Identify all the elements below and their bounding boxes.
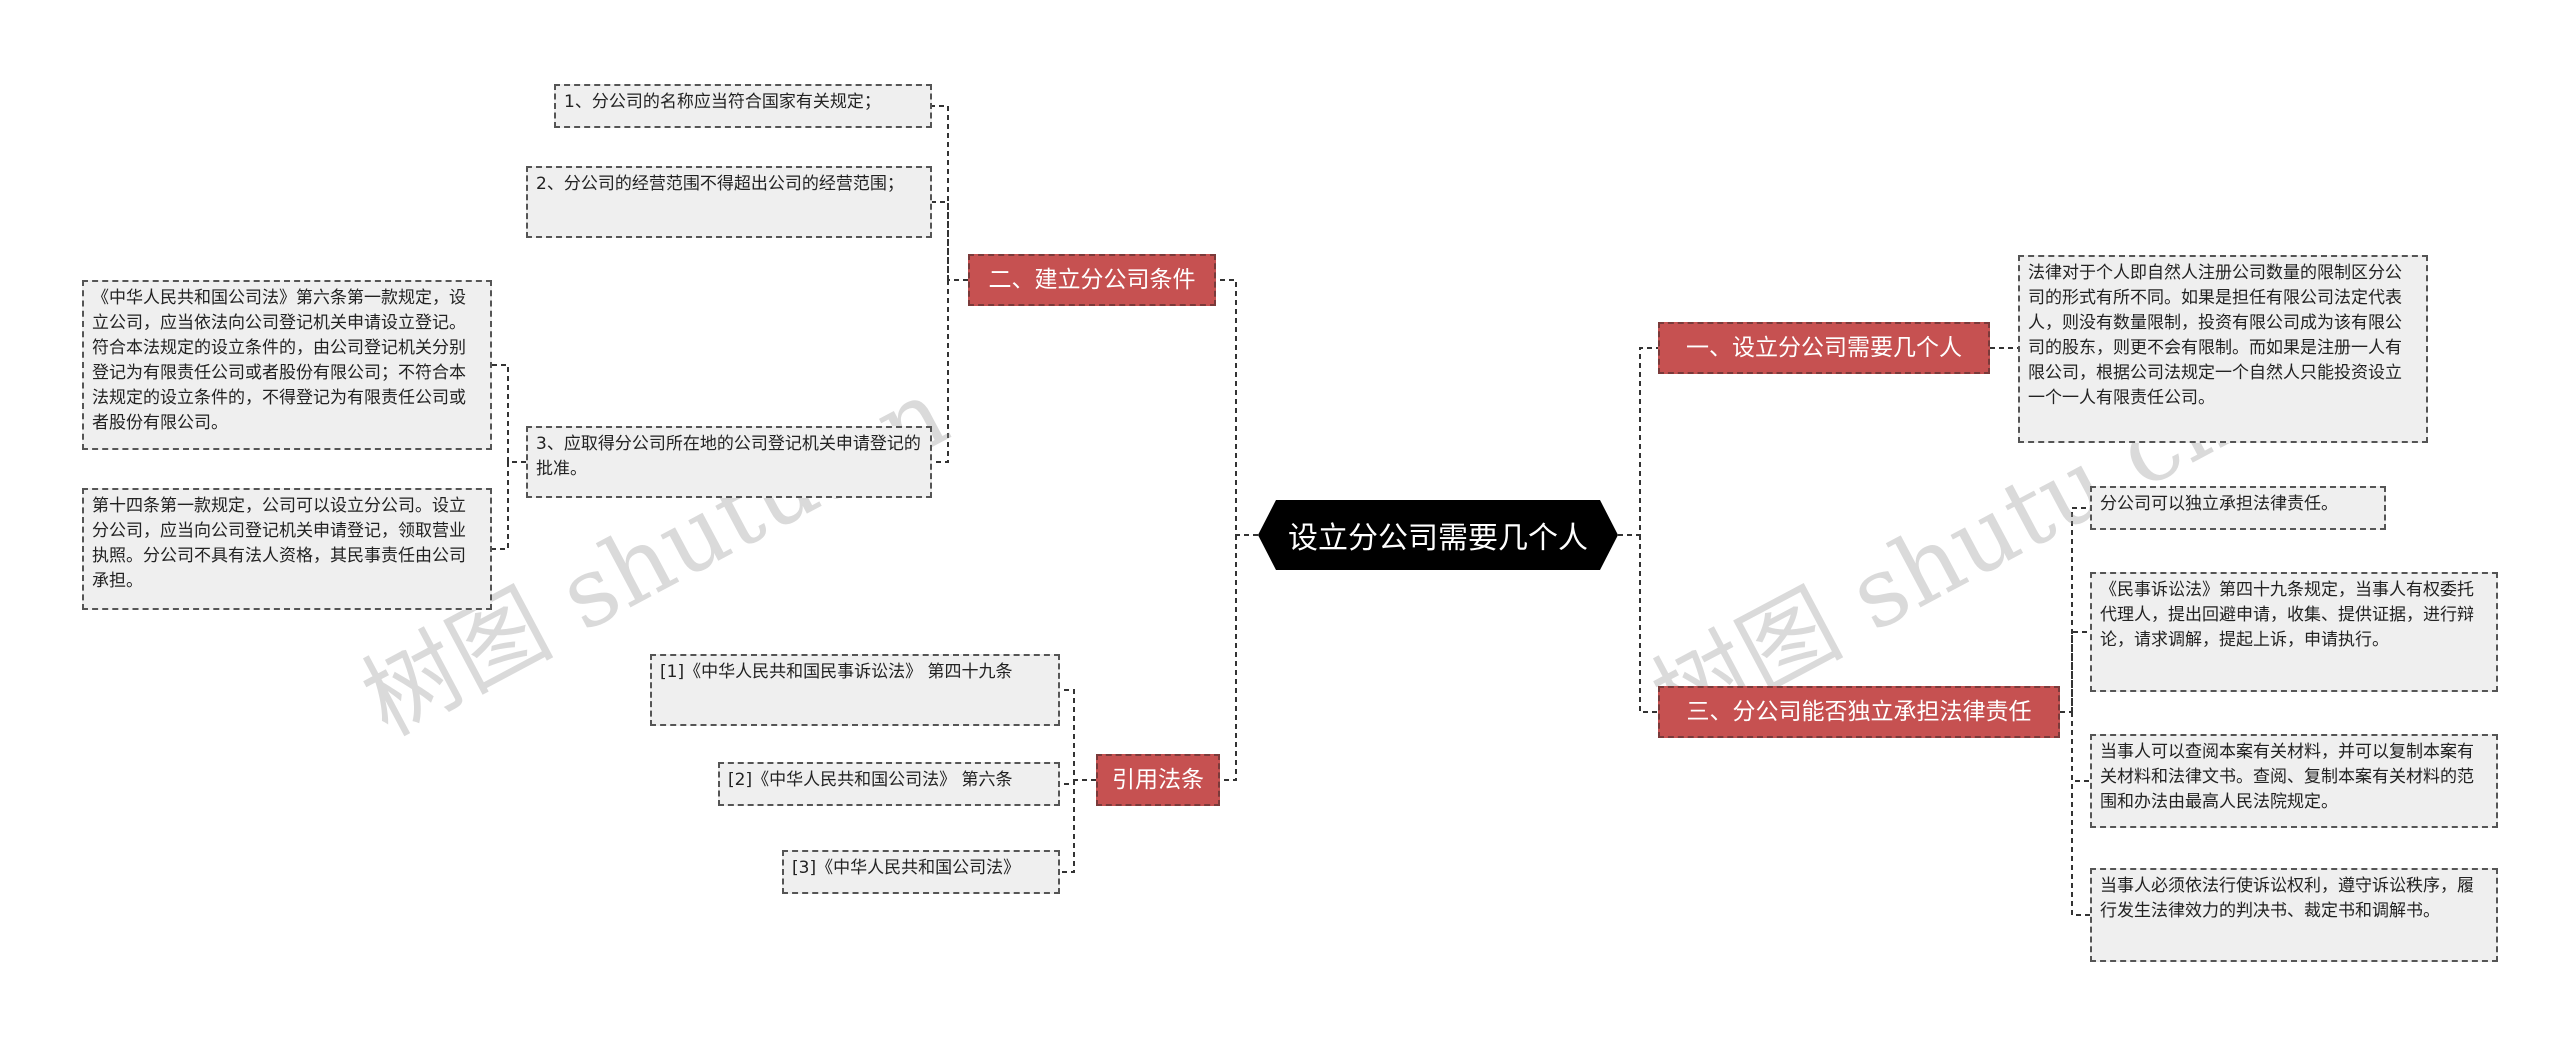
leaf-citation-2[interactable]: [2]《中华人民共和国公司法》 第六条 [718,762,1060,806]
leaf-company-law-article-6[interactable]: 《中华人民共和国公司法》第六条第一款规定，设立公司，应当依法向公司登记机关申请设… [82,280,492,450]
connector-branch-2-leaf-3 [932,280,949,463]
connector-root-branch-2 [1216,279,1258,536]
connector-root-branch-3 [1639,535,1658,713]
connector-root-branch-4 [1220,535,1237,781]
connector-branch-2-leaf-2 [932,201,949,280]
leaf-civil-procedure-article-49[interactable]: 《民事诉讼法》第四十九条规定，当事人有权委托代理人，提出回避申请，收集、提供证据… [2090,572,2498,692]
connector-sub-leaf-2 [492,462,509,550]
leaf-condition-scope[interactable]: 2、分公司的经营范围不得超出公司的经营范围； [526,166,932,238]
connector-branch-2-leaf-1 [932,105,968,281]
connector-branch-3-leaf-1 [2060,507,2090,713]
connector-branch-3-leaf-4 [2071,712,2090,916]
connector-branch-4-leaf-1 [1060,689,1096,781]
connector-root-branch-1 [1618,347,1658,536]
leaf-independent-liability[interactable]: 分公司可以独立承担法律责任。 [2090,486,2386,530]
leaf-access-case-materials[interactable]: 当事人可以查阅本案有关材料，并可以复制本案有关材料和法律文书。查阅、复制本案有关… [2090,734,2498,828]
connector-branch-3-leaf-3 [2071,712,2090,782]
branch-node-how-many-people[interactable]: 一、设立分公司需要几个人 [1658,322,1990,374]
leaf-citation-1[interactable]: [1]《中华人民共和国民事诉讼法》 第四十九条 [650,654,1060,726]
connector-sub-leaf-1 [492,364,526,463]
connector-branch-4-leaf-2 [1060,780,1075,785]
root-topic[interactable]: 设立分公司需要几个人 [1258,500,1618,570]
leaf-company-law-article-14[interactable]: 第十四条第一款规定，公司可以设立分公司。设立分公司，应当向公司登记机关申请登记，… [82,488,492,610]
branch-node-cited-laws[interactable]: 引用法条 [1096,754,1220,806]
leaf-litigation-obligations[interactable]: 当事人必须依法行使诉讼权利，遵守诉讼秩序，履行发生法律效力的判决书、裁定书和调解… [2090,868,2498,962]
leaf-person-limit-text[interactable]: 法律对于个人即自然人注册公司数量的限制区分公司的形式有所不同。如果是担任有限公司… [2018,255,2428,443]
branch-node-legal-liability[interactable]: 三、分公司能否独立承担法律责任 [1658,686,2060,738]
leaf-condition-approval[interactable]: 3、应取得分公司所在地的公司登记机关申请登记的批准。 [526,426,932,498]
connector-branch-4-leaf-3 [1060,780,1075,873]
connector-branch-3-leaf-2 [2071,631,2090,712]
branch-node-conditions[interactable]: 二、建立分公司条件 [968,254,1216,306]
leaf-condition-name[interactable]: 1、分公司的名称应当符合国家有关规定； [554,84,932,128]
leaf-citation-3[interactable]: [3]《中华人民共和国公司法》 [782,850,1060,894]
